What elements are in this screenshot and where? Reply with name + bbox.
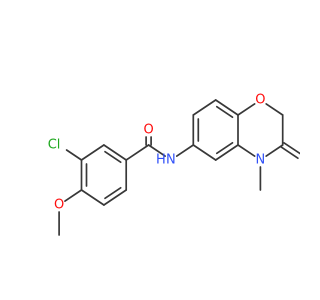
molecule-structure-diagram: ClOONHONO (48, 93, 300, 236)
bond-ring-a-3-inner (104, 186, 122, 200)
bond-ring-b-3-inner (215, 105, 234, 119)
bond-ring-carbonyl-c (125, 144, 150, 161)
bond-ring-b-5 (214, 144, 239, 161)
atom-labels: ClOONHONO (48, 93, 300, 213)
bond-ring-a-1 (103, 144, 128, 161)
atom-label-chlorine: Cl (48, 138, 61, 153)
bond-ring-b-3 (214, 99, 239, 116)
bond-ring-co-1 (280, 146, 299, 160)
bond-c-o-methoxy (64, 189, 83, 202)
bond-ring-a-6 (80, 144, 105, 161)
bond-c-cl (65, 149, 83, 161)
bond-ring-a-1-inner (104, 150, 122, 164)
bond-carbonyl-n (147, 144, 166, 157)
atom-label-hydrogen-amide: H (156, 153, 166, 168)
bond-ring-c-o-ch2 (265, 103, 284, 116)
atom-label-oxygen-methoxy: O (54, 198, 64, 213)
bond-ring-a-4 (80, 189, 105, 206)
atom-label-oxygen-ring: O (255, 93, 265, 108)
bond-ring-c-c-o (237, 103, 256, 116)
atom-label-nitrogen-ring: N (256, 153, 266, 168)
bond-ring-b-2 (192, 99, 217, 116)
atom-label-nitrogen-amide: N (166, 153, 176, 168)
bond-ring-b-6 (192, 144, 217, 161)
bond-ring-a-3 (103, 189, 128, 206)
bond-ring-co-2 (283, 142, 300, 155)
bond-ring-c-n-c (237, 144, 256, 157)
bond-ring-c-co-n (265, 144, 284, 157)
bonds (58, 99, 300, 236)
bond-n-ring-b (175, 144, 195, 157)
bond-ring-b-5-inner (215, 141, 234, 155)
atom-label-oxygen-amide-carbonyl: O (143, 123, 153, 138)
